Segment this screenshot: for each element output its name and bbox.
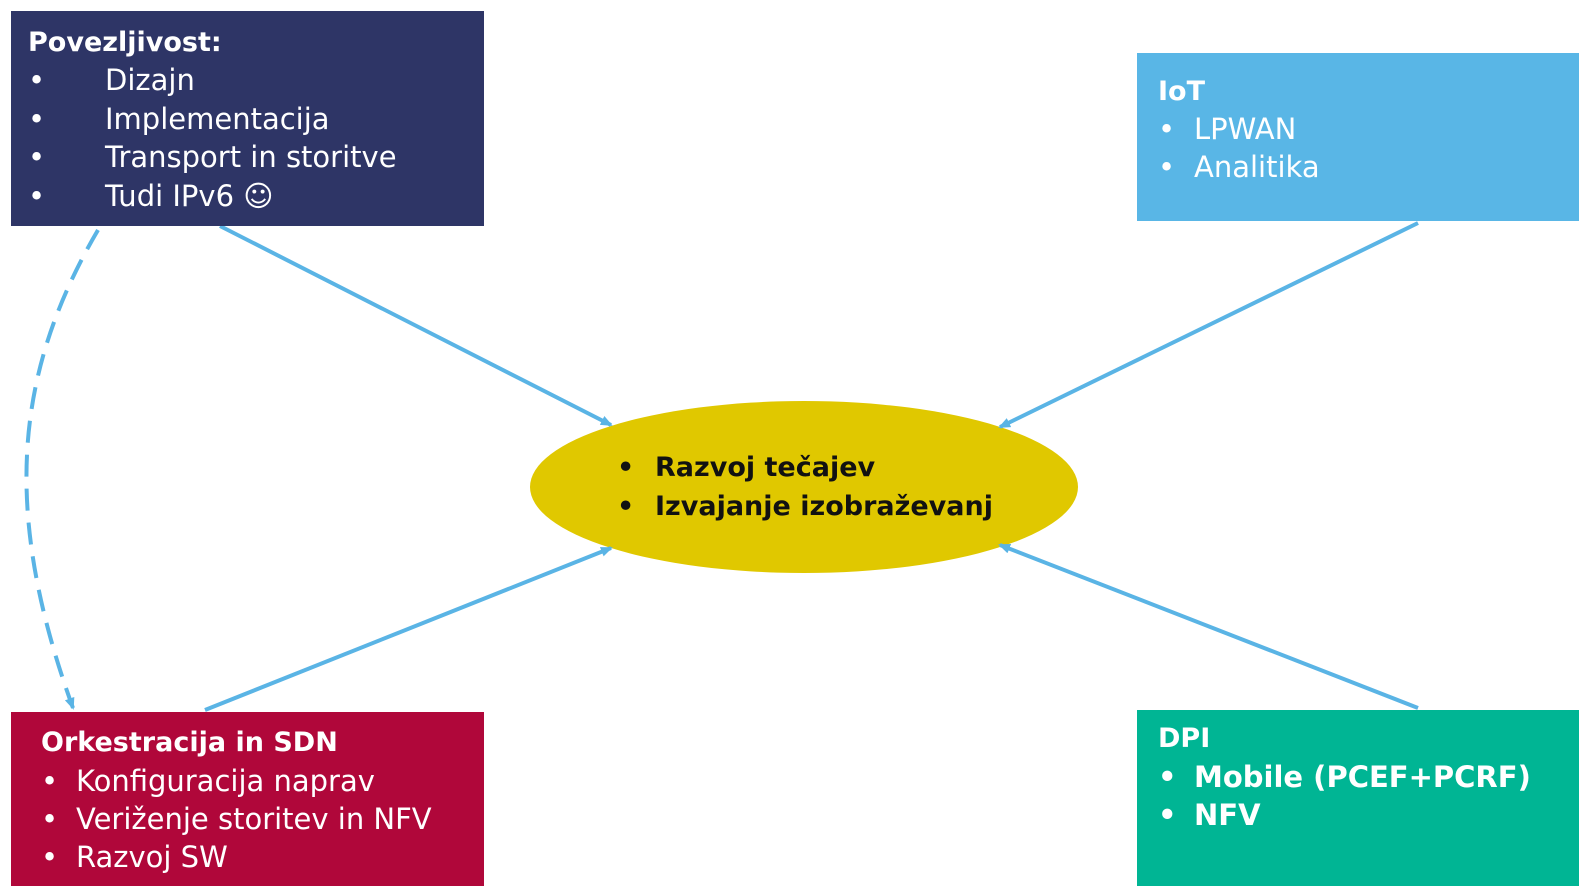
list-item: • Tudi IPv6 ☺ (28, 177, 484, 216)
dpi-title: DPI (1158, 723, 1211, 754)
dpi-box: DPI • Mobile (PCEF+PCRF) • NFV (1137, 710, 1579, 886)
list-item: • LPWAN (1158, 110, 1579, 148)
list-item: • Konfiguracija naprav (41, 762, 484, 800)
list-item: • Veriženje storitev in NFV (41, 800, 484, 838)
bullet: • (28, 63, 46, 97)
bullet: • (28, 178, 46, 213)
connectivity-box: Povezljivost: • Dizajn • Implementacija • T… (11, 11, 484, 226)
list-item: • Analitika (1158, 148, 1579, 186)
connectivity-title: Povezljivost: (28, 27, 222, 58)
arrow-iot-to-center (998, 221, 1419, 429)
connectivity-list: • Dizajn • Implementacija • Transport in st… (28, 61, 484, 215)
list-item-text: NFV (1194, 798, 1261, 832)
bullet: • (41, 764, 59, 798)
bullet: • (1158, 798, 1177, 832)
orchestration-title: Orkestracija in SDN (41, 727, 338, 758)
list-item-text: Implementacija (105, 101, 330, 136)
list-item: • NFV (1158, 796, 1579, 834)
list-item-text: Mobile (PCEF+PCRF) (1194, 760, 1531, 794)
iot-title: IoT (1158, 76, 1206, 107)
list-item-text: Transport in storitve (105, 140, 397, 174)
list-item-text: Razvoj tečajev (655, 452, 876, 483)
list-item-text: Veriženje storitev in NFV (76, 802, 432, 836)
iot-list: • LPWAN • Analitika (1158, 110, 1579, 186)
center-list: • Razvoj tečajev • Izvajanje izobraževanj (617, 448, 993, 526)
list-item-text: Razvoj SW (76, 840, 228, 874)
list-item-text: Dizajn (105, 63, 195, 97)
list-item: • Izvajanje izobraževanj (617, 487, 993, 526)
bullet: • (617, 491, 635, 522)
center-ellipse (530, 401, 1078, 573)
list-item-text: LPWAN (1194, 112, 1297, 146)
bullet: • (41, 802, 59, 836)
list-item: • Razvoj SW (41, 838, 484, 876)
list-item-text: Izvajanje izobraževanj (655, 491, 993, 522)
arrow-dpi-to-center (998, 543, 1419, 710)
orchestration-list: • Konfiguracija naprav • Veriženje storite… (41, 762, 484, 876)
arrow-orchestration-to-center (204, 546, 613, 712)
bullet: • (28, 101, 46, 136)
dashed-arrow-connectivity-to-orchestration (24, 228, 100, 710)
list-item: • Razvoj tečajev (617, 448, 993, 487)
list-item-text: Tudi IPv6 ☺ (105, 178, 274, 213)
list-item: • Implementacija (28, 100, 484, 139)
bullet: • (41, 840, 59, 874)
list-item: • Transport in storitve (28, 138, 484, 177)
bullet: • (1158, 760, 1177, 794)
orchestration-box: Orkestracija in SDN • Konfiguracija napra… (11, 712, 484, 886)
list-item-text: Konfiguracija naprav (76, 764, 375, 798)
bullet: • (1158, 112, 1176, 146)
arrow-connectivity-to-center (219, 224, 613, 427)
bullet: • (617, 452, 635, 483)
bullet: • (1158, 150, 1176, 184)
list-item-text: Analitika (1194, 150, 1320, 184)
iot-box: IoT • LPWAN • Analitika (1137, 53, 1579, 221)
dpi-list: • Mobile (PCEF+PCRF) • NFV (1158, 758, 1579, 834)
list-item: • Dizajn (28, 61, 484, 100)
bullet: • (28, 140, 46, 174)
list-item: • Mobile (PCEF+PCRF) (1158, 758, 1579, 796)
